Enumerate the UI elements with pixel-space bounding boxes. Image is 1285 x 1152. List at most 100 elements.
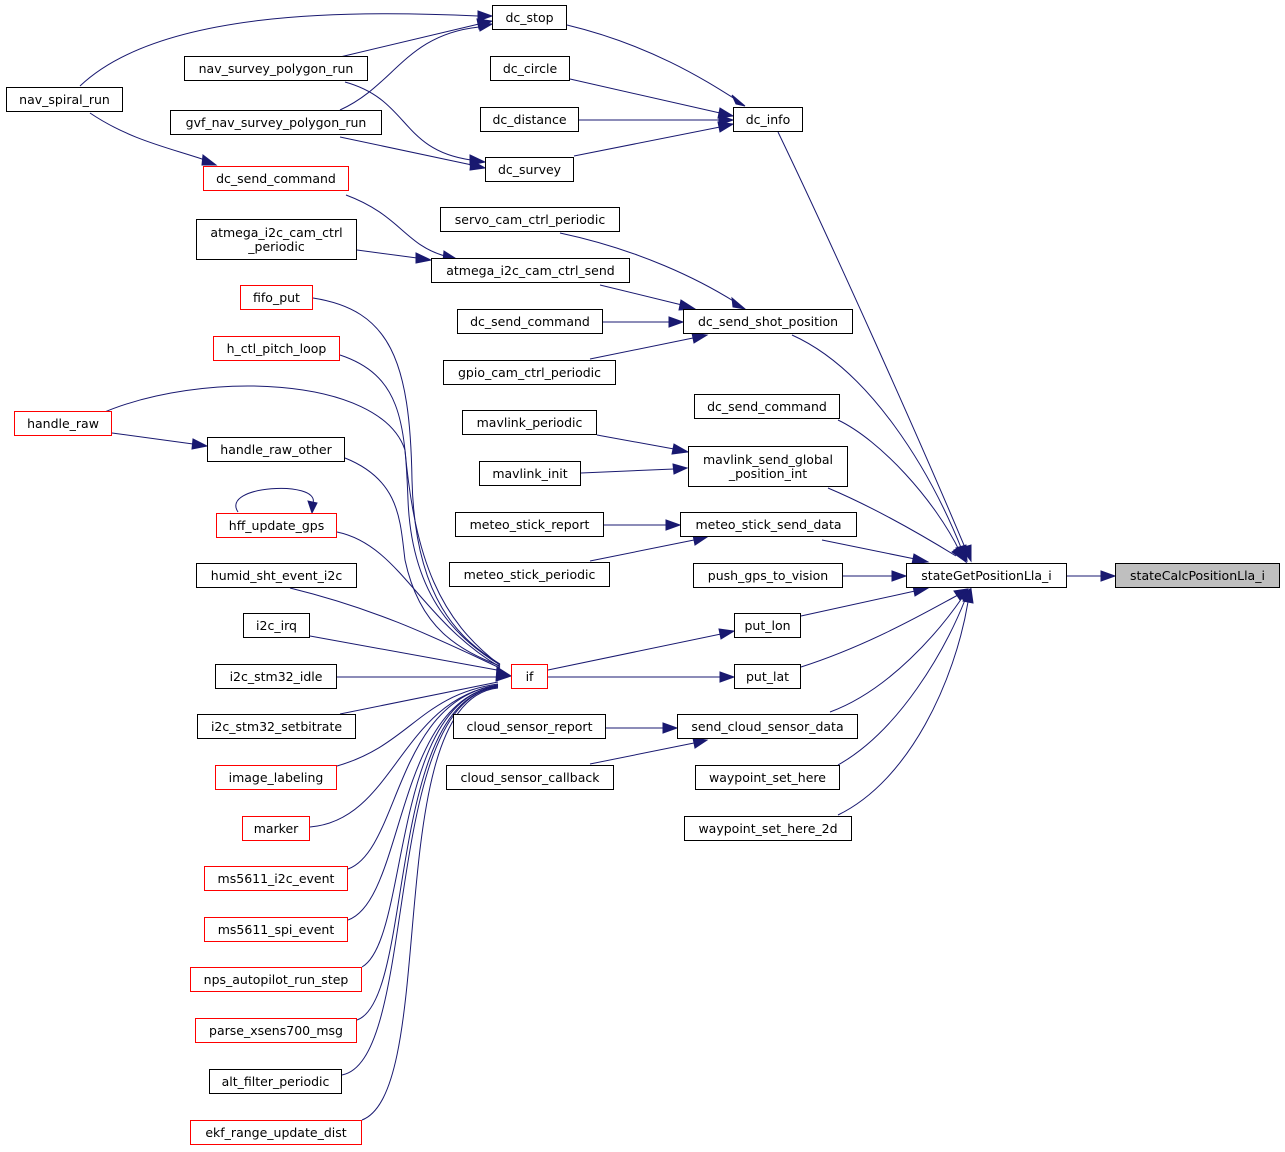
edge-nav_spiral_run-to-dc_stop (79, 13, 479, 87)
node-gvf_nav_survey_polygon_run[interactable]: gvf_nav_survey_polygon_run (170, 110, 382, 135)
edge-nav_survey_polygon_run-to-dc_survey (344, 81, 472, 161)
arrowhead (691, 332, 709, 344)
edge-atmega_i2c_cam_ctrl_send-to-dc_send_shot_position (599, 284, 683, 306)
edge-humid_sht_event_i2c-to-if (289, 587, 501, 669)
node-dc_distance[interactable]: dc_distance (480, 107, 579, 132)
node-atmega_i2c_cam_ctrl_send[interactable]: atmega_i2c_cam_ctrl_send (431, 258, 630, 283)
node-image_labeling[interactable]: image_labeling (215, 765, 337, 790)
edge-send_cloud_sensor_data-to-stateGetPositionLla_i (829, 597, 963, 713)
node-ekf_range_update_dist[interactable]: ekf_range_update_dist (190, 1120, 362, 1145)
node-h_ctl_pitch_loop[interactable]: h_ctl_pitch_loop (213, 336, 340, 361)
node-dc_survey[interactable]: dc_survey (485, 157, 574, 182)
edge-i2c_stm32_setbitrate-to-if (339, 681, 499, 715)
node-put_lat[interactable]: put_lat (734, 664, 801, 689)
node-if[interactable]: if (511, 664, 548, 689)
arrowhead (477, 21, 494, 32)
edge-dc_send_command-to-atmega_i2c_cam_ctrl_send (345, 194, 446, 257)
edge-waypoint_set_here_2d-to-stateGetPositionLla_i (837, 601, 969, 816)
edge-put_lon-to-stateGetPositionLla_i (800, 590, 916, 617)
edge-put_lat-to-stateGetPositionLla_i (800, 594, 959, 668)
node-alt_filter_periodic[interactable]: alt_filter_periodic (209, 1069, 342, 1094)
arrowhead (731, 94, 746, 107)
arrowhead (962, 587, 974, 604)
node-humid_sht_event_i2c[interactable]: humid_sht_event_i2c (196, 563, 357, 588)
node-ms5611_i2c_event[interactable]: ms5611_i2c_event (204, 866, 348, 891)
arrowhead (469, 159, 487, 171)
call-edges (79, 10, 1117, 1121)
node-atmega_i2c_cam_ctrl_periodic[interactable]: atmega_i2c_cam_ctrl _periodic (196, 219, 357, 260)
arrowhead (201, 154, 218, 166)
edge-ms5611_spi_event-to-if (347, 685, 499, 921)
edge-mavlink_periodic-to-mavlink_send_global_position_int (596, 434, 675, 450)
node-i2c_stm32_idle[interactable]: i2c_stm32_idle (215, 664, 337, 689)
node-mavlink_periodic[interactable]: mavlink_periodic (462, 410, 597, 435)
edge-if-to-put_lon (547, 633, 722, 671)
arrowhead (495, 666, 513, 682)
arrowhead (672, 463, 689, 475)
arrowhead (891, 570, 908, 582)
node-meteo_stick_periodic[interactable]: meteo_stick_periodic (449, 562, 610, 587)
node-handle_raw_other[interactable]: handle_raw_other (207, 437, 345, 462)
node-cloud_sensor_report[interactable]: cloud_sensor_report (453, 714, 606, 739)
edge-i2c_irq-to-if (309, 635, 498, 671)
node-waypoint_set_here[interactable]: waypoint_set_here (695, 765, 840, 790)
arrowhead (671, 443, 690, 455)
node-send_cloud_sensor_data[interactable]: send_cloud_sensor_data (677, 714, 858, 739)
node-put_lon[interactable]: put_lon (734, 613, 801, 638)
node-dc_send_command-c[interactable]: dc_send_command (694, 394, 840, 419)
arrowhead (415, 252, 433, 264)
node-i2c_irq[interactable]: i2c_irq (243, 613, 310, 638)
arrowhead (477, 10, 494, 22)
arrowhead (718, 628, 736, 640)
node-meteo_stick_send_data[interactable]: meteo_stick_send_data (680, 512, 857, 537)
node-cloud_sensor_callback[interactable]: cloud_sensor_callback (446, 765, 614, 790)
node-hff_update_gps[interactable]: hff_update_gps (216, 513, 337, 538)
edge-nav_survey_polygon_run-to-dc_stop (339, 23, 480, 58)
node-servo_cam_ctrl_periodic[interactable]: servo_cam_ctrl_periodic (440, 207, 620, 232)
node-mavlink_init[interactable]: mavlink_init (479, 461, 581, 486)
node-stateGetPositionLla_i[interactable]: stateGetPositionLla_i (906, 563, 1067, 588)
edge-ms5611_i2c_event-to-if (347, 684, 499, 870)
node-stateCalcPositionLla_i: stateCalcPositionLla_i (1115, 563, 1280, 588)
node-parse_xsens700_msg[interactable]: parse_xsens700_msg (195, 1018, 357, 1043)
node-dc_send_shot_position[interactable]: dc_send_shot_position (683, 309, 853, 334)
node-nps_autopilot_run_step[interactable]: nps_autopilot_run_step (190, 967, 362, 992)
node-dc_send_command-a[interactable]: dc_send_command (203, 166, 349, 191)
edge-h_ctl_pitch_loop-to-if (339, 354, 501, 666)
edge-alt_filter_periodic-to-if (341, 686, 499, 1076)
arrowhead (717, 121, 735, 133)
node-meteo_stick_report[interactable]: meteo_stick_report (455, 512, 604, 537)
node-gpio_cam_ctrl_periodic[interactable]: gpio_cam_ctrl_periodic (443, 360, 616, 385)
node-ms5611_spi_event[interactable]: ms5611_spi_event (204, 917, 348, 942)
node-marker[interactable]: marker (242, 816, 310, 841)
edge-meteo_stick_periodic-to-meteo_stick_send_data (589, 539, 695, 562)
node-nav_spiral_run[interactable]: nav_spiral_run (6, 87, 123, 112)
arrowhead (692, 737, 709, 749)
arrowhead (731, 296, 747, 310)
node-fifo_put[interactable]: fifo_put (240, 285, 313, 310)
edge-atmega_i2c_cam_ctrl_periodic-to-atmega_i2c_cam_ctrl_send (356, 249, 418, 259)
node-dc_info[interactable]: dc_info (733, 107, 803, 132)
node-dc_send_command-b[interactable]: dc_send_command (457, 309, 603, 334)
edge-handle_raw_other-to-if (344, 457, 501, 667)
edge-waypoint_set_here-to-stateGetPositionLla_i (837, 599, 966, 766)
edge-mavlink_send_global_position_int-to-stateGetPositionLla_i (827, 487, 957, 557)
edge-cloud_sensor_callback-to-send_cloud_sensor_data (589, 742, 695, 765)
arrowhead (951, 546, 968, 564)
node-mavlink_send_global_position_int[interactable]: mavlink_send_global _position_int (688, 446, 848, 487)
node-dc_stop[interactable]: dc_stop (492, 5, 567, 30)
node-handle_raw[interactable]: handle_raw (14, 411, 112, 436)
node-nav_survey_polygon_run[interactable]: nav_survey_polygon_run (184, 56, 368, 81)
edge-marker-to-if (309, 684, 499, 828)
edge-dc_info-to-stateGetPositionLla_i (777, 131, 967, 551)
node-push_gps_to_vision[interactable]: push_gps_to_vision (693, 563, 843, 588)
edge-dc_send_shot_position-to-stateGetPositionLla_i (791, 334, 963, 551)
node-waypoint_set_here_2d[interactable]: waypoint_set_here_2d (684, 816, 852, 841)
node-i2c_stm32_setbitrate[interactable]: i2c_stm32_setbitrate (197, 714, 356, 739)
edge-nps_autopilot_run_step-to-if (361, 685, 499, 968)
edge-handle_raw-to-if (99, 385, 501, 666)
node-dc_circle[interactable]: dc_circle (490, 56, 570, 81)
edge-gpio_cam_ctrl_periodic-to-dc_send_shot_position (589, 337, 694, 360)
edge-dc_survey-to-dc_info (573, 126, 721, 157)
edge-hff_update_gps-self (235, 487, 314, 513)
